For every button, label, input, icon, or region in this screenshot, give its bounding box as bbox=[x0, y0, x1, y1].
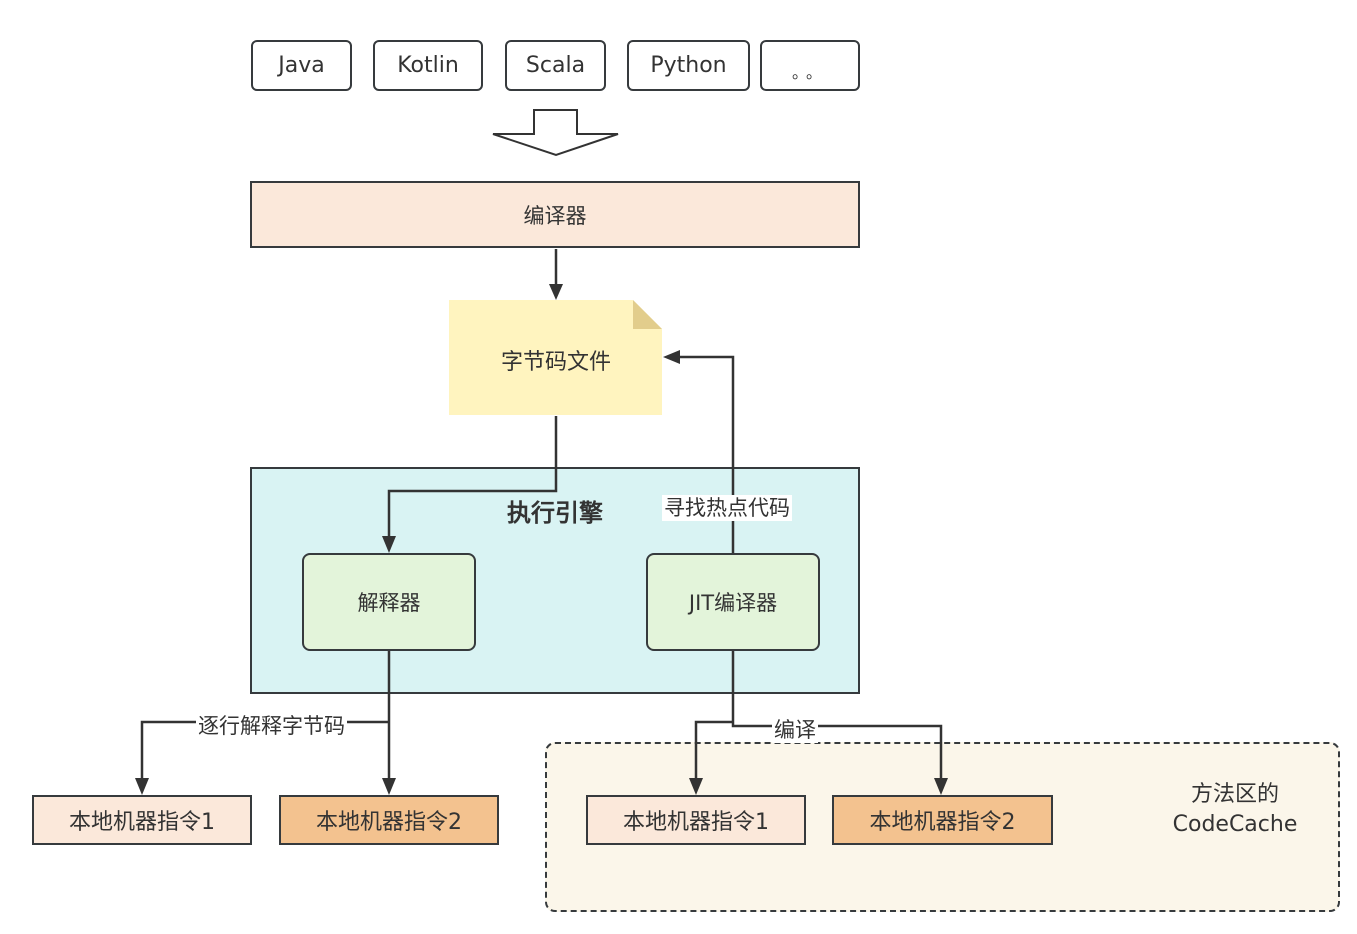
jit-compiler-label: JIT编译器 bbox=[688, 591, 778, 615]
codecache-label-line2: CodeCache bbox=[1172, 812, 1298, 837]
language-more: 。。 bbox=[760, 40, 860, 91]
jit-compiler-box: JIT编译器 bbox=[646, 553, 820, 651]
arrowhead-compiler-to-bytecode bbox=[549, 284, 563, 300]
edge-label-find-hotspot: 寻找热点代码 bbox=[662, 495, 792, 521]
codecache-label-line1: 方法区的 bbox=[1190, 782, 1279, 807]
interpreter-box: 解释器 bbox=[302, 553, 476, 651]
bytecode-file-body bbox=[449, 300, 662, 415]
interpreter-label: 解释器 bbox=[357, 591, 421, 615]
arrowhead-jit-to-bytecode bbox=[663, 350, 680, 364]
interpreter-output-1: 本地机器指令1 bbox=[32, 795, 252, 845]
jit-output-1: 本地机器指令1 bbox=[586, 795, 806, 845]
language-python: Python bbox=[627, 40, 750, 91]
big-down-arrow-icon bbox=[492, 109, 619, 157]
jit-output-2: 本地机器指令2 bbox=[832, 795, 1053, 845]
arrowhead-interpreter-to-output-1 bbox=[135, 778, 149, 795]
language-scala: Scala bbox=[505, 40, 606, 91]
bytecode-file-shape bbox=[449, 300, 662, 415]
bytecode-file-fold bbox=[633, 300, 662, 329]
language-java: Java bbox=[251, 40, 352, 91]
bytecode-file-label: 字节码文件 bbox=[500, 350, 611, 375]
edge-label-compile: 编译 bbox=[772, 717, 818, 743]
codecache-label: 方法区的 CodeCache bbox=[1150, 778, 1320, 842]
language-kotlin: Kotlin bbox=[373, 40, 483, 91]
interpreter-output-2: 本地机器指令2 bbox=[279, 795, 499, 845]
compiler-label: 编译器 bbox=[523, 203, 587, 228]
edge-label-interpret: 逐行解释字节码 bbox=[196, 713, 347, 739]
arrowhead-interpreter-to-output-2 bbox=[382, 778, 396, 795]
compiler-box: 编译器 bbox=[250, 181, 860, 248]
execution-engine-title: 执行引擎 bbox=[507, 498, 603, 527]
